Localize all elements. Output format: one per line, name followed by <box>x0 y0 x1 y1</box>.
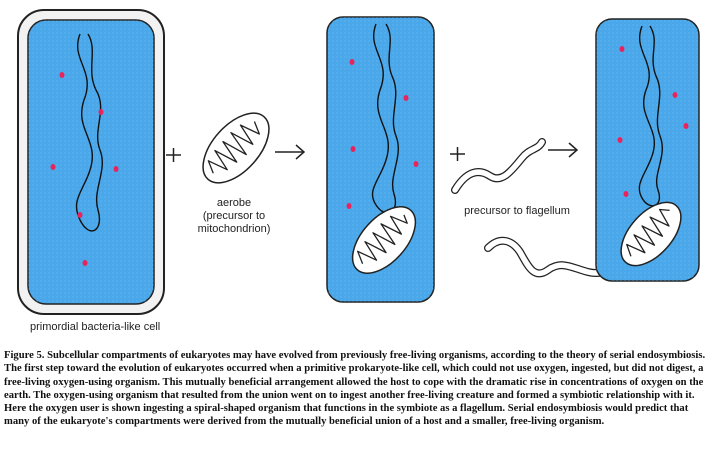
aerobe-label-line3: mitochondrion) <box>197 223 271 235</box>
mitochondrion <box>351 206 417 274</box>
aerobe-label-line2: (precursor to <box>202 210 266 222</box>
aerobe-label: aerobe (precursor to mitochondrion) <box>184 197 284 236</box>
flagellum-precursor-label: precursor to flagellum <box>464 205 570 217</box>
primordial-cell-label: primordial bacteria-like cell <box>30 321 161 333</box>
ribosome-dots <box>50 72 119 266</box>
figure-number: Figure 5. <box>4 350 45 361</box>
ribosome-dots <box>346 59 419 209</box>
dna-strand <box>638 25 663 207</box>
dna-strand <box>75 33 103 232</box>
plus-icon <box>450 147 465 161</box>
mitochondrion <box>620 201 682 267</box>
aerobe-organism <box>202 112 270 184</box>
primordial-cell <box>17 9 165 315</box>
arrow-right-icon <box>548 142 579 158</box>
arrow-right-icon <box>275 144 306 160</box>
aerobe-label-line1: aerobe <box>216 197 252 209</box>
caption-text: Subcellular compartments of eukaryotes m… <box>4 350 706 428</box>
endosymbiosis-diagram <box>17 9 700 315</box>
eukaryote-cell-with-flagellum <box>484 18 700 282</box>
ribosome-dots <box>617 46 689 197</box>
figure-caption: Figure 5. Subcellular compartments of eu… <box>4 349 712 429</box>
host-cell-with-mitochondrion <box>326 16 435 303</box>
plus-icon <box>166 148 181 162</box>
